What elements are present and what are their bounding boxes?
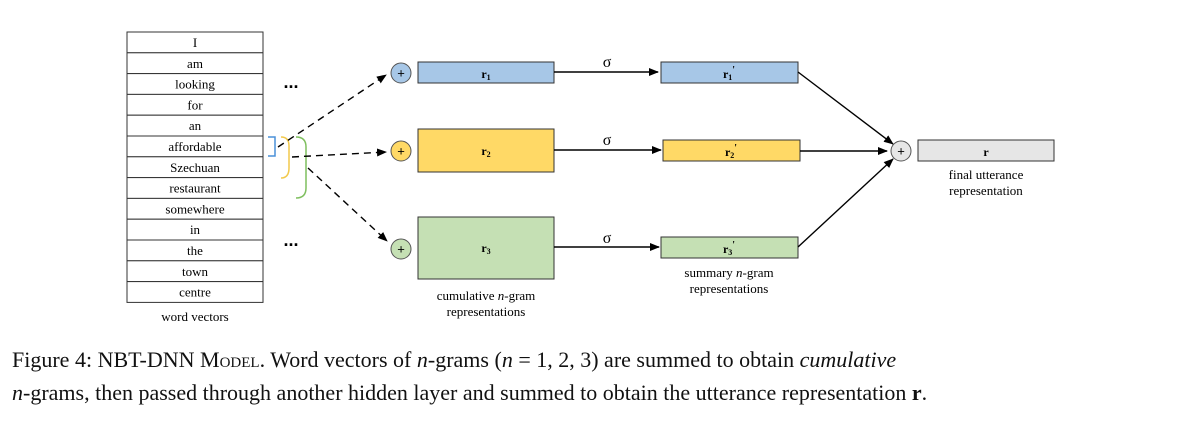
cumulative-box-r3: r3 bbox=[417, 216, 555, 280]
word-vector-label: the bbox=[187, 243, 203, 258]
word-vector-label: an bbox=[189, 118, 202, 133]
final-label-line1: final utterance bbox=[949, 167, 1024, 182]
final-representation-box: r bbox=[917, 139, 1055, 162]
word-vector-label: in bbox=[190, 222, 201, 237]
svg-text:r2: r2 bbox=[481, 144, 490, 159]
sigma-label-3: σ bbox=[603, 230, 612, 247]
svg-text:r3': r3' bbox=[723, 240, 735, 257]
summary-box-r3: r3' bbox=[660, 236, 799, 259]
trigram-bracket bbox=[295, 136, 307, 199]
cumulative-box-r1: r1 bbox=[417, 61, 555, 84]
svg-text:r3: r3 bbox=[481, 241, 490, 256]
sum-node-2: + bbox=[390, 140, 412, 162]
sigma-label-2: σ bbox=[603, 132, 612, 149]
unigram-bracket bbox=[268, 136, 276, 157]
dashed-arrow-3 bbox=[307, 167, 388, 242]
cumulative-label: cumulative n-gram bbox=[437, 288, 536, 303]
svg-text:r1': r1' bbox=[723, 65, 735, 82]
summary-label-line2: representations bbox=[690, 281, 769, 296]
word-vector-label: I bbox=[193, 35, 197, 50]
word-vector-cell bbox=[126, 281, 264, 303]
final-arrow-3 bbox=[797, 158, 894, 248]
sigma-label-1: σ bbox=[603, 54, 612, 71]
word-vectors-label: word vectors bbox=[161, 309, 229, 324]
word-vector-label: Szechuan bbox=[170, 160, 220, 175]
svg-text:r: r bbox=[983, 145, 989, 159]
bigram-bracket bbox=[280, 136, 290, 179]
svg-text:r2': r2' bbox=[725, 143, 737, 160]
sum-node-3: + bbox=[390, 238, 412, 260]
word-vector-label: affordable bbox=[168, 139, 221, 154]
final-sum-node: + bbox=[890, 140, 912, 162]
word-vector-label: somewhere bbox=[165, 201, 224, 216]
summary-label: summary n-gram bbox=[684, 265, 773, 280]
plus-icon: + bbox=[397, 144, 405, 159]
word-vector-label: am bbox=[187, 56, 203, 71]
svg-text:r1: r1 bbox=[481, 67, 490, 82]
summary-box-r1: r1' bbox=[660, 61, 799, 84]
figure-caption: Figure 4: NBT-DNN Model. Word vectors of… bbox=[12, 347, 928, 405]
cumulative-label-line2: representations bbox=[447, 304, 526, 319]
plus-icon: + bbox=[397, 66, 405, 81]
word-vector-label: for bbox=[187, 97, 203, 112]
word-vector-label: looking bbox=[175, 77, 215, 92]
final-label-line2: representation bbox=[949, 183, 1023, 198]
dashed-arrow-1 bbox=[277, 74, 387, 148]
ellipsis-top: ... bbox=[283, 72, 298, 92]
summary-box-r2: r2' bbox=[662, 139, 801, 162]
dashed-arrow-2 bbox=[291, 148, 387, 158]
plus-icon: + bbox=[397, 242, 405, 257]
final-arrow-1 bbox=[797, 71, 894, 145]
sum-node-1: + bbox=[390, 62, 412, 84]
ellipsis-bottom: ... bbox=[283, 230, 298, 250]
cumulative-box-r2: r2 bbox=[417, 128, 555, 173]
plus-icon: + bbox=[897, 144, 905, 159]
word-vector-label: centre bbox=[179, 285, 211, 300]
word-vector-label: restaurant bbox=[169, 181, 221, 196]
word-vector-label: town bbox=[182, 264, 209, 279]
